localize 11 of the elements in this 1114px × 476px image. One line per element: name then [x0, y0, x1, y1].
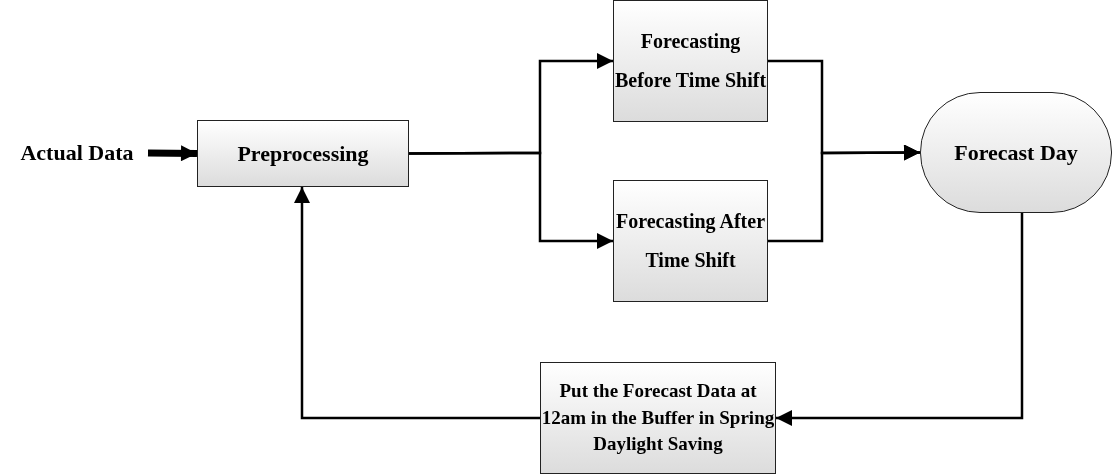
arrow [409, 151, 613, 249]
process-box: Put the Forecast Data at 12am in the Buffer in Spring Daylight Saving [540, 362, 776, 474]
arrow [768, 144, 920, 243]
arrow [294, 187, 540, 420]
terminal-shape: Forecast Day [920, 92, 1112, 213]
process-box: Forecasting Before Time Shift [613, 0, 768, 122]
process-box: Preprocessing [197, 120, 409, 187]
arrow [147, 145, 198, 162]
arrow [776, 213, 1024, 426]
input-label: Actual Data [6, 138, 148, 168]
process-box: Forecasting After Time Shift [613, 180, 768, 302]
